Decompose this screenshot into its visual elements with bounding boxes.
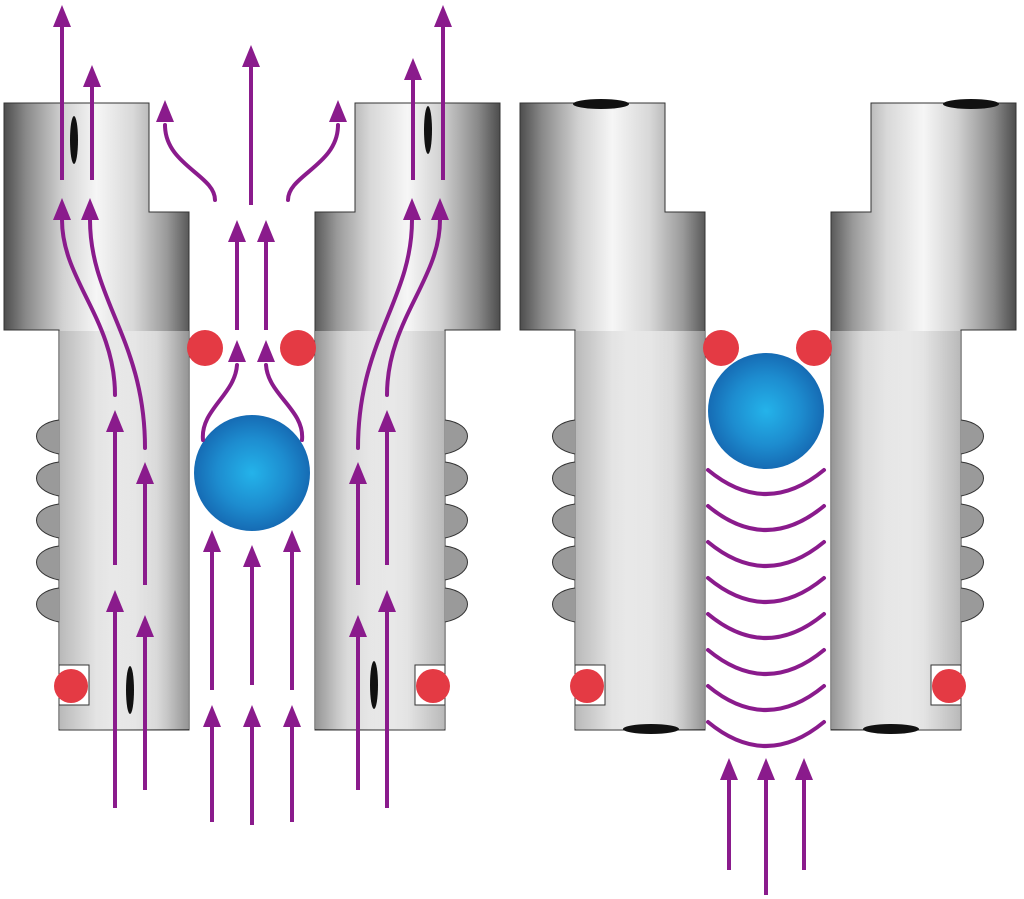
thread-tooth <box>960 419 984 455</box>
valve-body-stem <box>831 331 961 729</box>
gasket <box>126 666 134 714</box>
valve-body-stem <box>59 331 189 729</box>
flow-arrow-head <box>434 5 452 27</box>
flow-arrow-head <box>228 340 246 362</box>
flow-arrow-curve <box>264 363 305 442</box>
flow-arrow-head <box>403 198 421 220</box>
flow-arrow-head <box>106 590 124 612</box>
spring-coil <box>706 648 826 676</box>
flow-arrow-head <box>83 65 101 87</box>
seat-seal <box>280 330 316 366</box>
thread-tooth <box>552 503 576 539</box>
seat-seal <box>796 330 832 366</box>
spring-coil <box>706 684 826 712</box>
thread-tooth <box>444 587 468 623</box>
flow-arrow-head <box>136 462 154 484</box>
gasket <box>370 661 378 709</box>
spring-coil <box>706 576 826 604</box>
flow-arrow-head <box>243 545 261 567</box>
flow-arrow-head <box>720 758 738 780</box>
flow-arrow-curve <box>88 218 147 450</box>
spring-coil <box>706 720 826 748</box>
thread-tooth <box>960 545 984 581</box>
flow-arrow-head <box>795 758 813 780</box>
seat-seal <box>187 330 223 366</box>
flow-arrow-curve <box>60 218 117 397</box>
flow-arrow-head <box>257 340 275 362</box>
flow-arrow-curve <box>200 363 239 442</box>
thread-tooth <box>552 419 576 455</box>
gasket <box>573 99 629 109</box>
closed-valve-panel <box>519 99 1017 895</box>
flow-arrow-head <box>378 590 396 612</box>
spring-coil <box>706 504 826 532</box>
check-ball <box>708 353 824 469</box>
gasket <box>943 99 999 109</box>
flow-arrow-head <box>283 530 301 552</box>
valve-body-stem <box>575 331 705 729</box>
flow-arrow-head <box>136 615 154 637</box>
flow-arrow-head <box>53 198 71 220</box>
thread-tooth <box>444 419 468 455</box>
flow-arrow-head <box>257 220 275 242</box>
thread-tooth <box>960 503 984 539</box>
thread-tooth <box>552 587 576 623</box>
thread-tooth <box>36 419 60 455</box>
flow-arrow-head <box>404 58 422 80</box>
thread-tooth <box>36 587 60 623</box>
thread-tooth <box>552 545 576 581</box>
flow-arrow-head <box>329 100 347 122</box>
valve-body-stem <box>315 331 445 729</box>
outer-seal <box>932 669 966 703</box>
flow-arrow-curve <box>385 218 442 397</box>
flow-arrow-head <box>757 758 775 780</box>
gasket <box>70 116 78 164</box>
thread-tooth <box>960 587 984 623</box>
spring-coil <box>706 468 826 496</box>
flow-arrow-head <box>81 198 99 220</box>
open-valve-panel <box>3 5 501 825</box>
gasket <box>623 724 679 734</box>
flow-arrow-curve <box>356 218 414 450</box>
flow-arrow-head <box>106 410 124 432</box>
flow-arrow-head <box>349 462 367 484</box>
flow-arrow-head <box>349 615 367 637</box>
check-ball <box>194 415 310 531</box>
flow-arrow-head <box>156 100 174 122</box>
flow-arrow-head <box>53 5 71 27</box>
flow-arrow-curve <box>286 123 340 202</box>
thread-tooth <box>444 545 468 581</box>
spring-coil <box>706 612 826 640</box>
flow-arrow-head <box>378 410 396 432</box>
flow-arrow-head <box>431 198 449 220</box>
gasket <box>863 724 919 734</box>
outer-seal <box>54 669 88 703</box>
flow-arrow-head <box>242 45 260 67</box>
flow-arrow-curve <box>163 123 217 202</box>
flow-arrow-head <box>283 705 301 727</box>
spring-coil <box>706 540 826 568</box>
thread-tooth <box>444 503 468 539</box>
thread-tooth <box>36 545 60 581</box>
thread-tooth <box>36 503 60 539</box>
thread-tooth <box>444 461 468 497</box>
flow-arrow-head <box>203 705 221 727</box>
seat-seal <box>703 330 739 366</box>
flow-arrow-head <box>228 220 246 242</box>
gasket <box>424 106 432 154</box>
flow-arrow-head <box>243 705 261 727</box>
thread-tooth <box>552 461 576 497</box>
thread-tooth <box>960 461 984 497</box>
outer-seal <box>570 669 604 703</box>
flow-arrow-head <box>203 530 221 552</box>
thread-tooth <box>36 461 60 497</box>
outer-seal <box>416 669 450 703</box>
